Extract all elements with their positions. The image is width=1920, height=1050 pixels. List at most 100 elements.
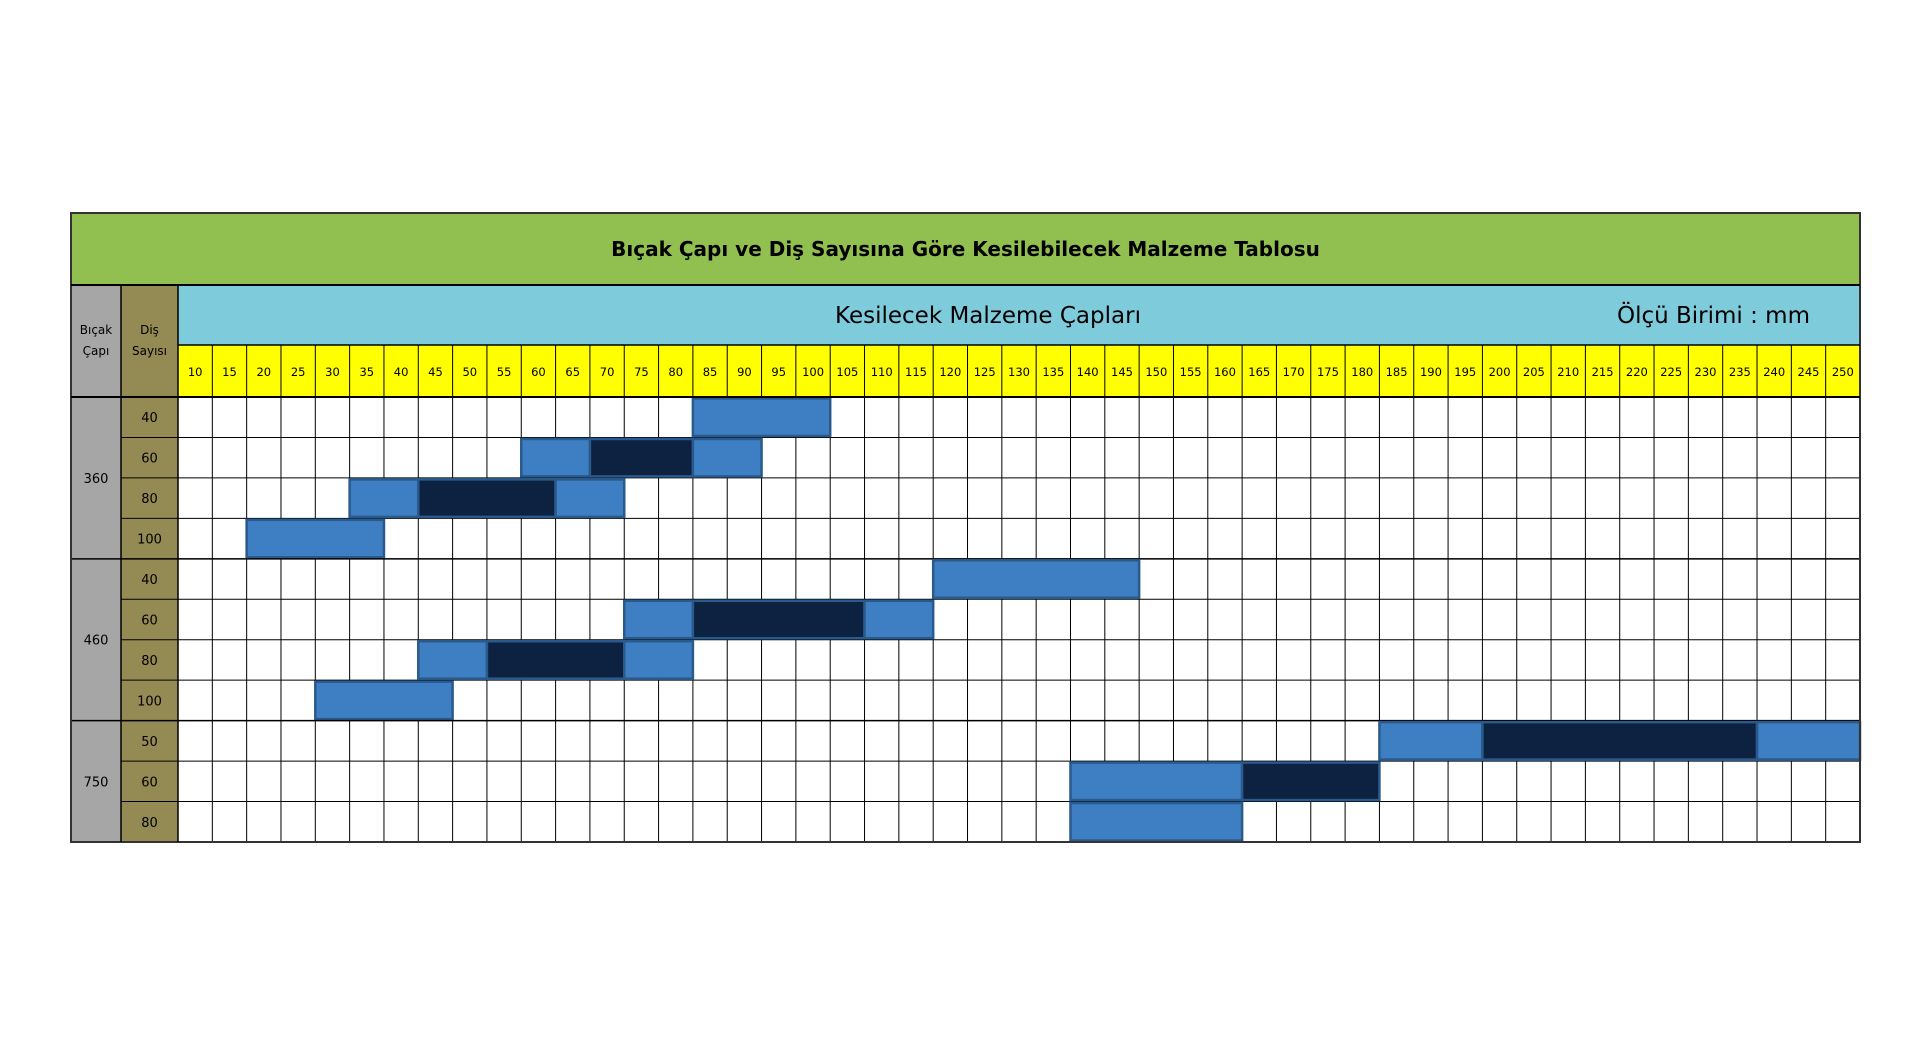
column-label-160: 160 xyxy=(1214,365,1236,379)
range-bar-750-80-140-160 xyxy=(1069,801,1244,842)
blade-label-360: 360 xyxy=(84,472,109,487)
column-label-10: 10 xyxy=(188,365,203,379)
column-label-145: 145 xyxy=(1111,365,1133,379)
subtitle-band xyxy=(178,285,1860,345)
column-label-30: 30 xyxy=(325,365,340,379)
column-label-185: 185 xyxy=(1386,365,1408,379)
column-label-250: 250 xyxy=(1832,365,1854,379)
column-label-95: 95 xyxy=(771,365,786,379)
teeth-label-750-60: 60 xyxy=(141,775,158,790)
blade-header-label-line-2: Çapı xyxy=(83,344,110,358)
blade-label-750: 750 xyxy=(84,775,109,790)
column-label-220: 220 xyxy=(1626,365,1648,379)
teeth-label-460-60: 60 xyxy=(141,614,158,629)
unit-label: Ölçü Birimi : mm xyxy=(1617,301,1810,329)
teeth-label-460-40: 40 xyxy=(141,573,158,588)
column-label-55: 55 xyxy=(497,365,512,379)
range-bar-750-50-200-235 xyxy=(1481,720,1759,761)
teeth-label-360-80: 80 xyxy=(141,492,158,507)
blade-label-460: 460 xyxy=(84,634,109,649)
column-header-band xyxy=(178,345,1860,397)
teeth-label-360-40: 40 xyxy=(141,411,158,426)
column-label-230: 230 xyxy=(1695,365,1717,379)
range-bar-460-80-45-50 xyxy=(417,639,489,680)
range-bar-360-80-35-40 xyxy=(348,478,420,519)
column-label-180: 180 xyxy=(1351,365,1373,379)
teeth-label-460-100: 100 xyxy=(137,694,162,709)
teeth-label-750-80: 80 xyxy=(141,816,158,831)
outer-border xyxy=(70,212,1861,843)
teeth-label-360-100: 100 xyxy=(137,533,162,548)
column-label-50: 50 xyxy=(462,365,477,379)
column-label-120: 120 xyxy=(939,365,961,379)
range-bar-750-50-185-195 xyxy=(1378,720,1484,761)
chart-title: Bıçak Çapı ve Diş Sayısına Göre Kesilebi… xyxy=(611,237,1320,261)
column-label-140: 140 xyxy=(1077,365,1099,379)
range-bar-460-80-75-80 xyxy=(622,639,695,680)
column-label-85: 85 xyxy=(703,365,718,379)
range-bar-360-60-70-80 xyxy=(588,437,695,478)
column-label-175: 175 xyxy=(1317,365,1339,379)
column-label-135: 135 xyxy=(1042,365,1064,379)
column-label-150: 150 xyxy=(1145,365,1167,379)
blade-header-column xyxy=(71,285,121,842)
column-label-225: 225 xyxy=(1660,365,1682,379)
column-label-45: 45 xyxy=(428,365,443,379)
range-bar-460-60-85-105 xyxy=(691,599,866,640)
title-band xyxy=(71,213,1860,285)
range-bar-360-60-85-90 xyxy=(691,437,763,478)
column-label-125: 125 xyxy=(974,365,996,379)
column-label-20: 20 xyxy=(256,365,271,379)
column-label-165: 165 xyxy=(1248,365,1270,379)
teeth-label-360-60: 60 xyxy=(141,452,158,467)
column-label-65: 65 xyxy=(565,365,580,379)
column-label-105: 105 xyxy=(836,365,858,379)
range-bar-460-100-30-45 xyxy=(314,680,454,721)
range-bar-460-80-55-70 xyxy=(485,639,626,680)
column-label-115: 115 xyxy=(905,365,927,379)
column-label-110: 110 xyxy=(871,365,893,379)
teeth-header-label-line-1: Diş xyxy=(140,323,159,337)
column-label-80: 80 xyxy=(668,365,683,379)
range-bar-360-80-65-70 xyxy=(554,478,626,519)
blade-header-label-line-1: Bıçak xyxy=(80,323,113,337)
column-label-35: 35 xyxy=(359,365,374,379)
range-bar-750-60-165-180 xyxy=(1240,761,1381,802)
column-label-240: 240 xyxy=(1763,365,1785,379)
column-label-210: 210 xyxy=(1557,365,1579,379)
column-label-100: 100 xyxy=(802,365,824,379)
range-bar-360-60-60-65 xyxy=(520,437,592,478)
teeth-label-750-50: 50 xyxy=(141,735,158,750)
grid-body xyxy=(178,397,1860,842)
column-label-205: 205 xyxy=(1523,365,1545,379)
column-label-245: 245 xyxy=(1798,365,1820,379)
range-bar-360-40-85-100 xyxy=(691,397,832,438)
column-label-25: 25 xyxy=(291,365,306,379)
column-label-15: 15 xyxy=(222,365,237,379)
column-label-75: 75 xyxy=(634,365,649,379)
range-bar-460-60-75-80 xyxy=(622,599,695,640)
range-bar-750-60-140-160 xyxy=(1069,761,1244,802)
column-label-195: 195 xyxy=(1454,365,1476,379)
column-label-40: 40 xyxy=(394,365,409,379)
teeth-label-460-80: 80 xyxy=(141,654,158,669)
column-label-215: 215 xyxy=(1592,365,1614,379)
teeth-header-label-line-2: Sayısı xyxy=(132,344,167,358)
range-bar-750-50-240-250 xyxy=(1755,720,1862,761)
teeth-header-column xyxy=(121,285,178,842)
column-label-170: 170 xyxy=(1283,365,1305,379)
column-label-190: 190 xyxy=(1420,365,1442,379)
column-label-70: 70 xyxy=(600,365,615,379)
column-label-155: 155 xyxy=(1180,365,1202,379)
chart-subtitle: Kesilecek Malzeme Çapları xyxy=(835,303,1141,329)
range-bar-360-80-45-60 xyxy=(417,478,557,519)
column-label-200: 200 xyxy=(1489,365,1511,379)
column-label-60: 60 xyxy=(531,365,546,379)
range-bar-460-40-120-145 xyxy=(931,559,1141,600)
range-bar-360-100-20-35 xyxy=(245,518,386,559)
column-label-90: 90 xyxy=(737,365,752,379)
range-bar-460-60-110-115 xyxy=(863,599,935,640)
column-label-235: 235 xyxy=(1729,365,1751,379)
